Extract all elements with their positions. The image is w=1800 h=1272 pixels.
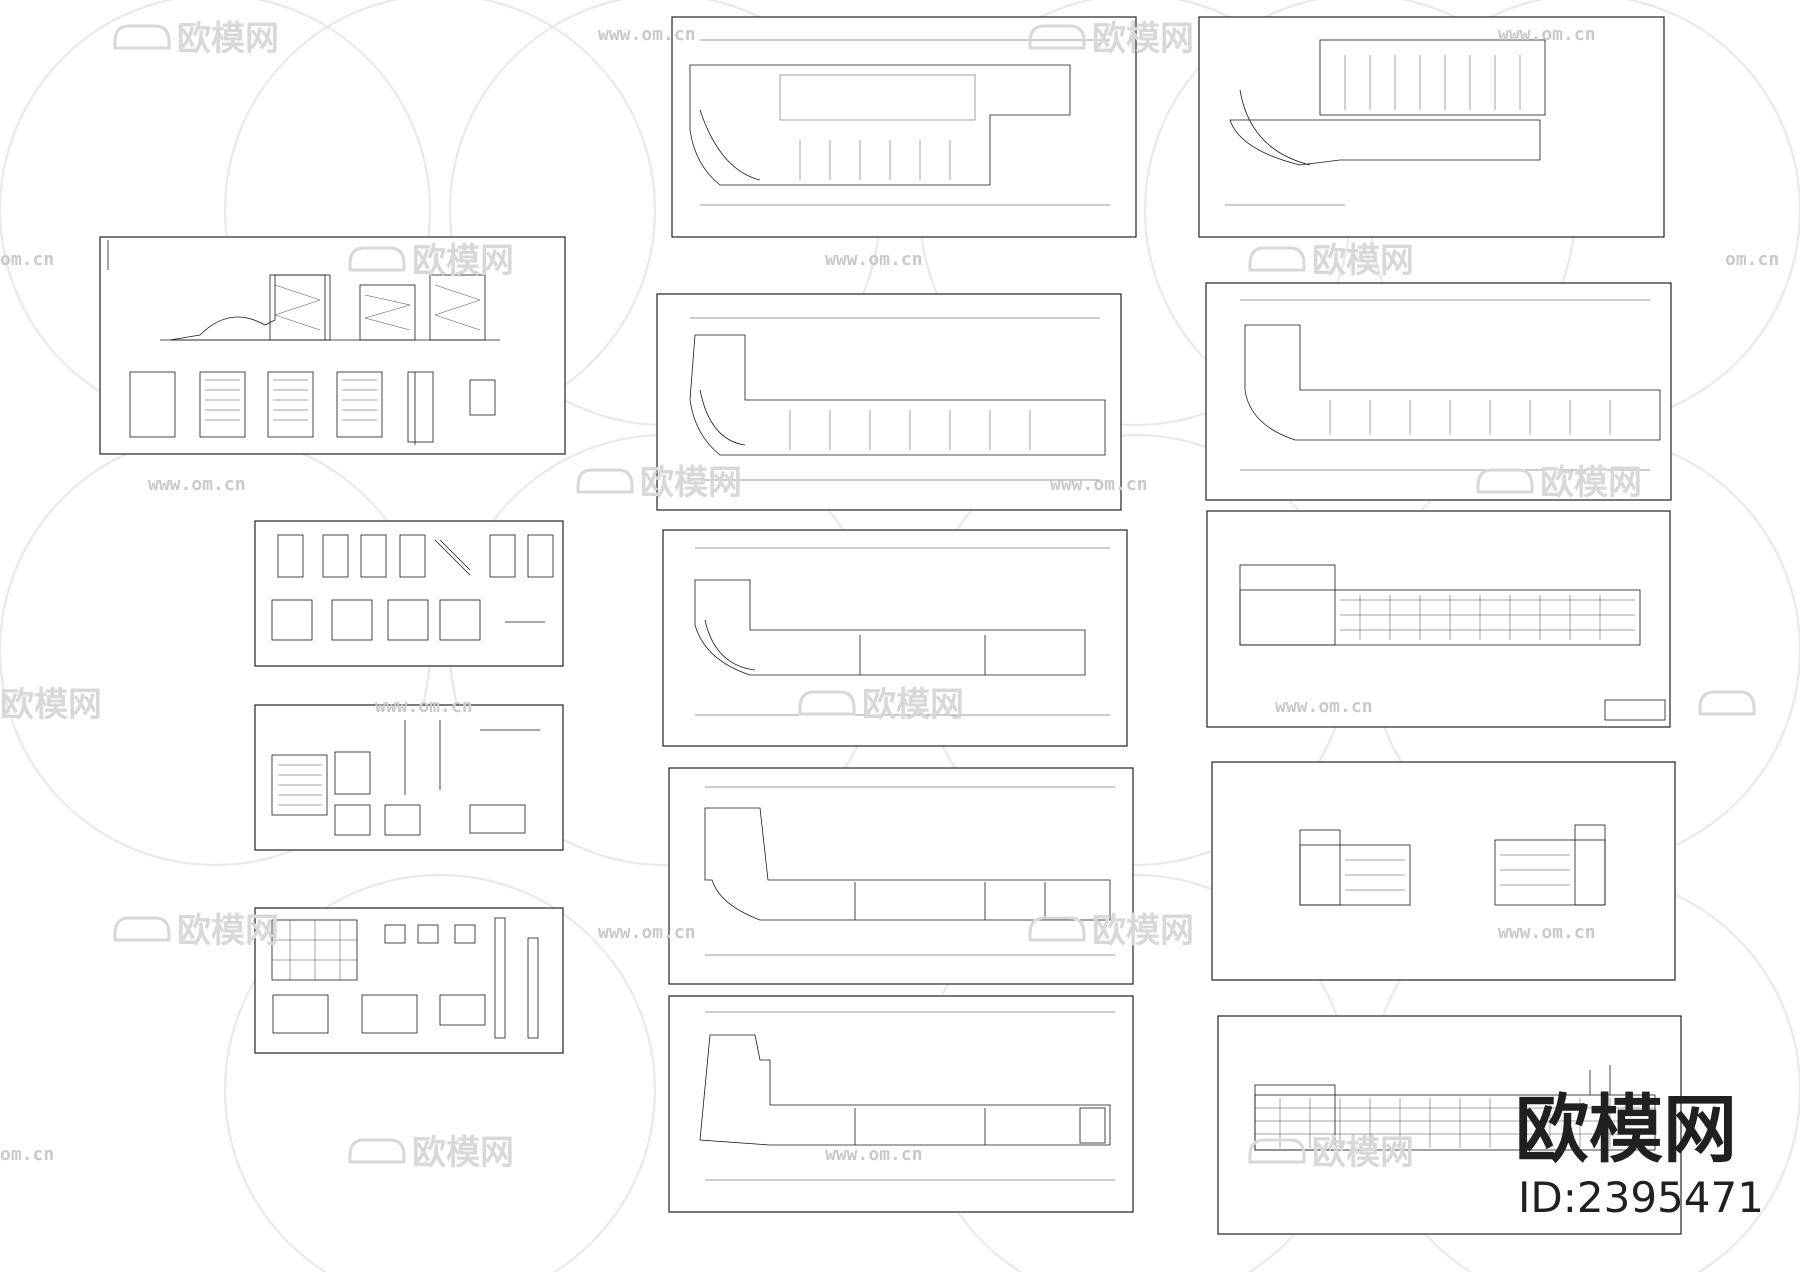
sofa-icon <box>113 916 171 942</box>
watermark-url: om.cn <box>0 249 54 270</box>
watermark-url: www.om.cn <box>1275 696 1373 717</box>
sheet-elevation-rear <box>1217 1015 1682 1235</box>
sofa-icon <box>348 1138 406 1164</box>
watermark-url: www.om.cn <box>825 1144 923 1165</box>
watermark-url: www.om.cn <box>375 696 473 717</box>
watermark-logo: 欧模网 <box>1248 241 1414 281</box>
watermark-logo: 欧模网 <box>113 911 279 951</box>
sofa-icon <box>1248 1138 1306 1164</box>
watermark-logo-text: 欧模网 <box>862 685 964 725</box>
watermark-logo-text: 欧模网 <box>177 19 279 59</box>
watermark-logo: 欧模网 <box>1248 1133 1414 1173</box>
sofa-icon <box>576 468 634 494</box>
watermark-logo: 欧模网 <box>113 19 279 59</box>
watermark-logo-text: 欧模网 <box>177 911 279 951</box>
watermark-logo: 欧模网 <box>348 241 514 281</box>
sofa-icon <box>113 24 171 50</box>
watermark-logo-text: 欧模网 <box>1092 19 1194 59</box>
watermark-layer: 欧模网 欧模网 欧模网 欧模网 欧模网 欧模网 欧模网 欧模网 <box>0 19 1779 1173</box>
watermark-logo <box>1698 690 1756 716</box>
watermark-url: www.om.cn <box>1498 24 1596 45</box>
watermark-url: www.om.cn <box>598 24 696 45</box>
watermark-logo: 欧模网 <box>348 1133 514 1173</box>
watermark-logo-text: 欧模网 <box>412 1133 514 1173</box>
sheet-site-plan <box>1198 16 1665 238</box>
sofa-icon <box>348 246 406 272</box>
watermark-url: www.om.cn <box>148 474 246 495</box>
sheet-plan-2 <box>656 293 1122 511</box>
sheet-elevation-sides <box>1211 761 1676 981</box>
sofa-icon <box>1476 468 1534 494</box>
watermark-url: www.om.cn <box>1498 922 1596 943</box>
watermark-logo-text: 欧模网 <box>640 463 742 503</box>
watermark-logo: 欧模网 <box>1028 19 1194 59</box>
watermark-logo-text: 欧模网 <box>412 241 514 281</box>
sheet-elevation-front <box>1206 510 1671 728</box>
watermark-logo-text: 欧模网 <box>1540 463 1642 503</box>
sofa-icon <box>1248 246 1306 272</box>
watermark-url: www.om.cn <box>1050 474 1148 495</box>
watermark-url: om.cn <box>1725 249 1779 270</box>
sofa-icon <box>1028 916 1086 942</box>
brand-name: 欧模网 <box>1515 1087 1737 1173</box>
watermark-logo-text: 欧模网 <box>1092 911 1194 951</box>
brand-block: 欧模网 ID:2395471 <box>1515 1087 1764 1222</box>
sofa-icon <box>1698 690 1756 716</box>
watermark-url: www.om.cn <box>598 922 696 943</box>
sofa-icon <box>1028 24 1086 50</box>
watermark-logo-text: 欧模网 <box>1312 241 1414 281</box>
watermark-logo: 欧模网 <box>1476 463 1642 503</box>
watermark-logo: 欧模网 <box>1028 911 1194 951</box>
sheet-plan-1 <box>671 16 1137 238</box>
watermark-url: www.om.cn <box>825 249 923 270</box>
watermark-logo-text: 欧模网 <box>1312 1133 1414 1173</box>
watermark-url: om.cn <box>0 1144 54 1165</box>
sheet-plan-3 <box>662 529 1128 747</box>
brand-id-label: ID:2395471 <box>1518 1173 1764 1222</box>
watermark-logo-text: 欧模网 <box>0 685 102 725</box>
watermark-logo: 欧模网 <box>0 685 102 725</box>
sheet-toilet-details <box>254 704 564 851</box>
sheet-stair-details <box>254 520 564 667</box>
sheet-plan-5 <box>668 995 1134 1213</box>
watermark-logo: 欧模网 <box>798 685 964 725</box>
sofa-icon <box>798 690 856 716</box>
sheet-sections-stairs <box>99 236 566 455</box>
sheet-plan-4 <box>668 767 1134 985</box>
sheet-plan-right-1 <box>1205 282 1672 501</box>
sheet-wall-sections <box>254 907 564 1054</box>
watermark-logo: 欧模网 <box>576 463 742 503</box>
